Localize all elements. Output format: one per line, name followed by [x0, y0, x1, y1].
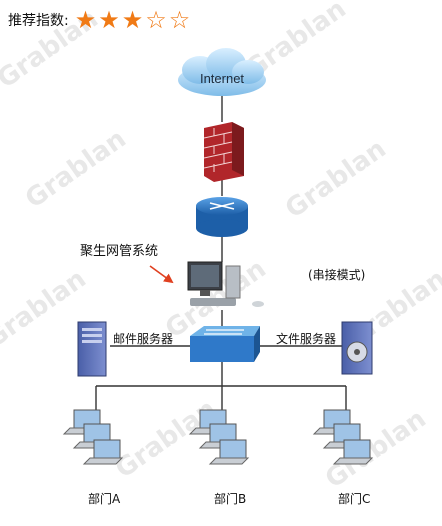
dept-a-label: 部门A	[88, 492, 121, 506]
laptop-icon	[332, 439, 374, 465]
switch-icon	[190, 326, 260, 362]
cloud-icon	[178, 48, 266, 96]
dept-c-label: 部门C	[338, 492, 371, 506]
rating-label: 推荐指数:	[8, 13, 69, 29]
star-empty-icon: ☆	[168, 6, 191, 34]
star-empty-icon: ☆	[145, 6, 167, 34]
desktop-pc-icon	[187, 261, 264, 307]
rating: 推荐指数: ★★★☆☆	[8, 6, 192, 34]
mail-server-label: 邮件服务器	[113, 332, 174, 346]
annotation-arrow	[149, 265, 174, 284]
monitor-system-label: 聚生网管系统	[80, 244, 159, 259]
star-filled-icon: ★	[121, 6, 144, 34]
server-tower-icon	[77, 321, 107, 377]
star-filled-icon: ★	[98, 6, 120, 34]
rating-stars: ★★★☆☆	[75, 8, 193, 32]
laptop-icon	[82, 439, 124, 465]
file-server-label: 文件服务器	[276, 332, 337, 346]
dept-b-label: 部门B	[214, 492, 247, 506]
internet-label: Internet	[200, 71, 244, 86]
router-icon	[196, 197, 248, 237]
laptop-groups	[62, 409, 374, 465]
firewall-icon	[203, 122, 244, 182]
mode-note-label: (串接模式)	[308, 268, 366, 282]
star-filled-icon: ★	[74, 6, 97, 34]
file-server-icon	[341, 321, 373, 375]
laptop-icon	[208, 439, 250, 465]
